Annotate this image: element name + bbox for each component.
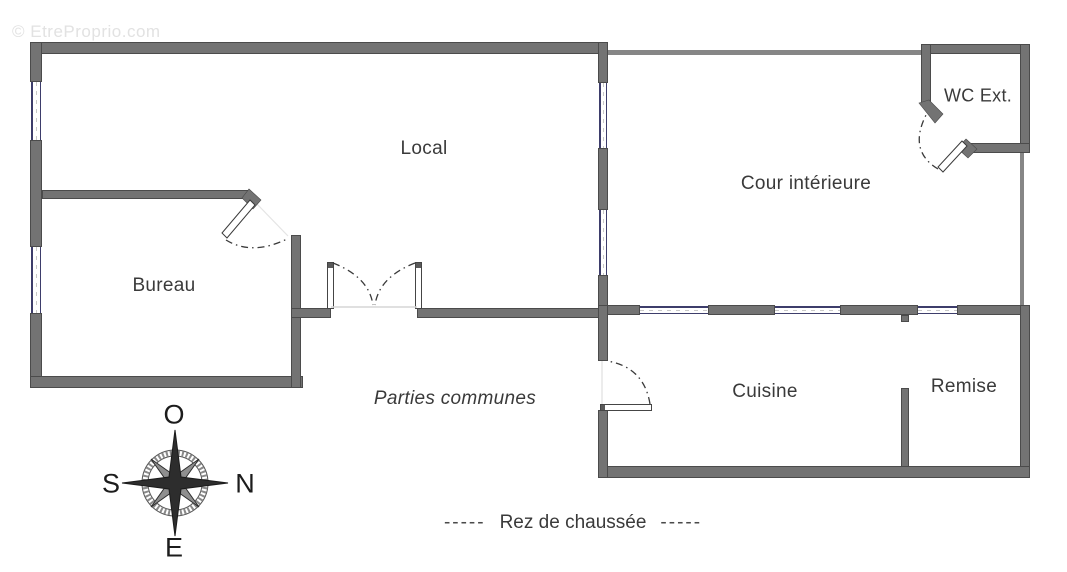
double-door-swing-arc-left <box>332 262 374 306</box>
wall-bottom <box>598 466 1030 478</box>
floor-label-dashes-right: ----- <box>660 512 703 533</box>
window <box>30 82 42 140</box>
floor-label-text: Rez de chaussée <box>499 512 647 533</box>
room-label-remise: Remise <box>930 376 998 397</box>
wc-door-leaf <box>937 140 968 173</box>
wall-bureau-bottom <box>30 376 303 388</box>
watermark: © EtreProprio.com <box>12 22 161 41</box>
compass-rose-icon <box>121 429 229 537</box>
wall-cuisine-left-seg1 <box>598 305 608 361</box>
wall-kitchen-top-b <box>708 305 775 315</box>
window <box>30 247 42 313</box>
compass-letter-right: N <box>235 468 255 499</box>
wall-kitchen-top-a <box>598 305 640 315</box>
bureau-door-threshold <box>255 202 289 237</box>
room-label-local: Local <box>400 138 448 159</box>
wall-kitchen-top-d <box>957 305 1030 315</box>
room-label-parties-communes: Parties communes <box>373 388 537 409</box>
wall-kitchen-top-c <box>840 305 918 315</box>
room-label-wc: WC Ext. <box>943 85 1013 106</box>
wall-cuisine-left-seg2 <box>598 410 608 478</box>
wall-middle-seg2 <box>598 148 608 210</box>
double-door-left-leaf <box>327 262 334 309</box>
wall-wc-right <box>1020 44 1030 153</box>
wall-corridor-bottom-right <box>417 308 608 318</box>
wall-left-seg2 <box>30 140 42 247</box>
double-door-swing-arc-right <box>374 262 416 306</box>
wall-angled-cap <box>241 188 262 210</box>
wall-middle-seg1 <box>598 42 608 83</box>
wc-wall-chamfer-top <box>918 99 944 124</box>
wall-left-seg1 <box>30 42 42 82</box>
room-label-bureau: Bureau <box>132 275 196 296</box>
wall-right-bottom <box>1020 305 1030 478</box>
compass-letter-top: O <box>163 399 185 430</box>
double-door-right-leaf <box>415 262 422 309</box>
cuisine-door-leaf <box>600 404 652 411</box>
window <box>640 305 708 315</box>
wall-divider-stub <box>901 315 909 322</box>
wall-middle-seg3 <box>598 275 608 318</box>
room-label-cuisine: Cuisine <box>732 381 798 402</box>
window <box>918 305 957 315</box>
bureau-door-leaf <box>221 199 256 239</box>
compass-letter-left: S <box>101 468 121 499</box>
room-label-cour: Cour intérieure <box>740 173 872 194</box>
floor-label-dashes-left: ----- <box>443 512 486 533</box>
compass-letter-bottom: E <box>164 532 184 563</box>
wall-bureau-divider <box>42 190 250 199</box>
wall-cour-right <box>1020 153 1024 305</box>
floor-label: ----- Rez de chaussée ----- <box>430 512 716 534</box>
compass-main-points <box>121 429 229 537</box>
wall-cuisine-remise-divider <box>901 388 909 472</box>
wall-wc-bottom <box>970 143 1030 153</box>
wall-corridor-bottom-left <box>291 308 331 318</box>
window <box>775 305 840 315</box>
cuisine-door-swing-arc <box>606 360 651 405</box>
window <box>598 210 608 275</box>
wall-top-left-building <box>30 42 608 54</box>
window <box>598 83 608 148</box>
wall-wc-left <box>921 44 931 106</box>
bureau-door-swing-arc <box>225 238 288 249</box>
wall-left-seg3 <box>30 313 42 388</box>
wc-door-swing-arc <box>918 114 939 170</box>
wall-cour-top <box>608 50 921 55</box>
wall-wc-top <box>921 44 1030 54</box>
